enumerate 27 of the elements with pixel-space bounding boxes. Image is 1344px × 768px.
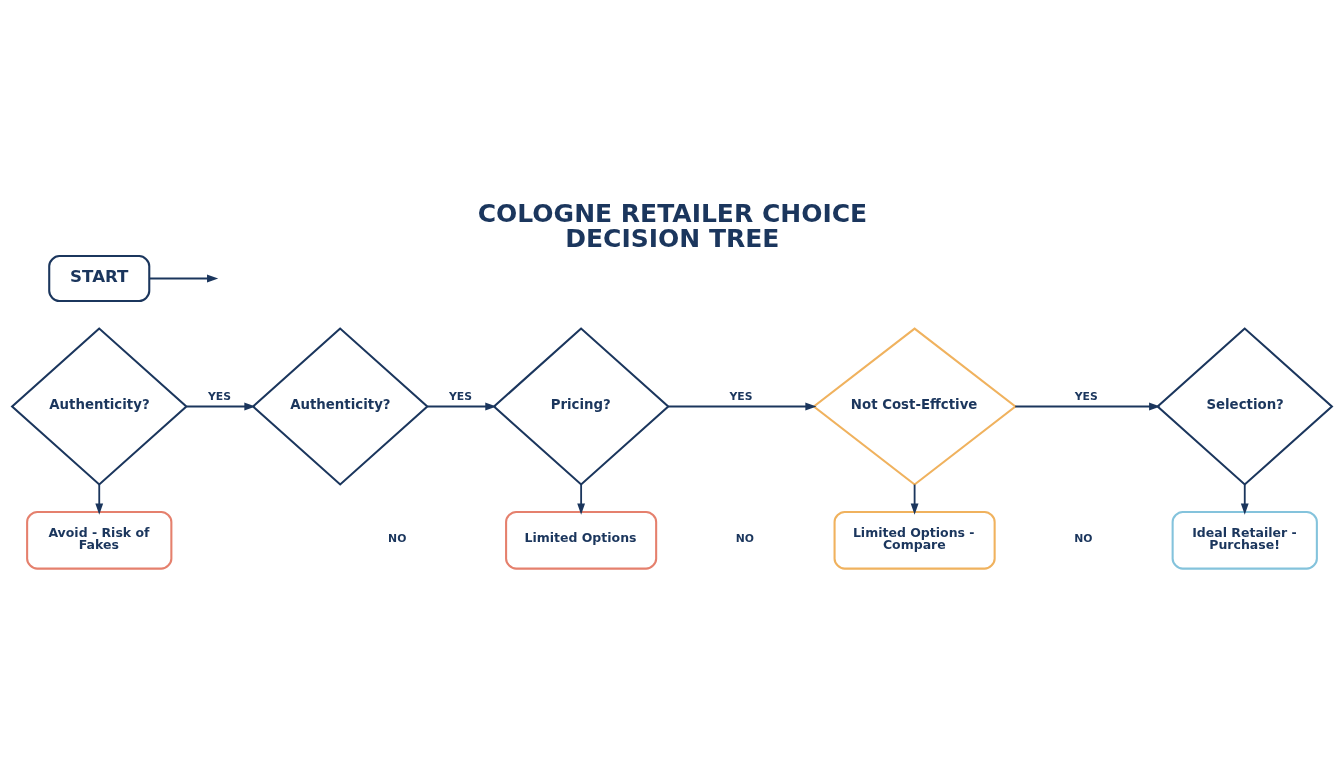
node-diamond: Authenticity?	[10, 327, 188, 486]
arrow	[148, 274, 219, 283]
arrow	[910, 483, 919, 515]
arrow	[577, 483, 586, 515]
label: NO	[735, 532, 755, 546]
arrow	[426, 402, 497, 411]
edge-label: YES	[1074, 390, 1098, 404]
label: NO	[1074, 532, 1093, 546]
edge-label: YES	[729, 390, 753, 404]
arrow	[1014, 402, 1161, 411]
node-box: Ideal Retailer - Purchase!	[1171, 510, 1318, 570]
node-box: Limited Options	[505, 510, 658, 570]
node-diamond: Pricing?	[492, 327, 670, 486]
node-box: Avoid - Risk of Fakes	[26, 510, 173, 570]
edge-label: YES	[448, 390, 473, 404]
arrow	[95, 483, 104, 515]
label: NO	[388, 532, 407, 546]
node-box: START	[48, 255, 151, 303]
arrow	[185, 402, 256, 411]
edge-label: YES	[208, 390, 232, 404]
node-diamond: Selection?	[1156, 327, 1334, 486]
node-box: Limited Options - Compare	[833, 510, 996, 570]
arrow	[1240, 483, 1249, 515]
diagram-title: COLOGNE RETAILER CHOICE DECISION TREE	[477, 198, 868, 253]
node-diamond: Not Cost-Effctive	[812, 327, 1018, 486]
node-diamond: Authenticity?	[251, 327, 429, 486]
arrow	[667, 402, 817, 411]
